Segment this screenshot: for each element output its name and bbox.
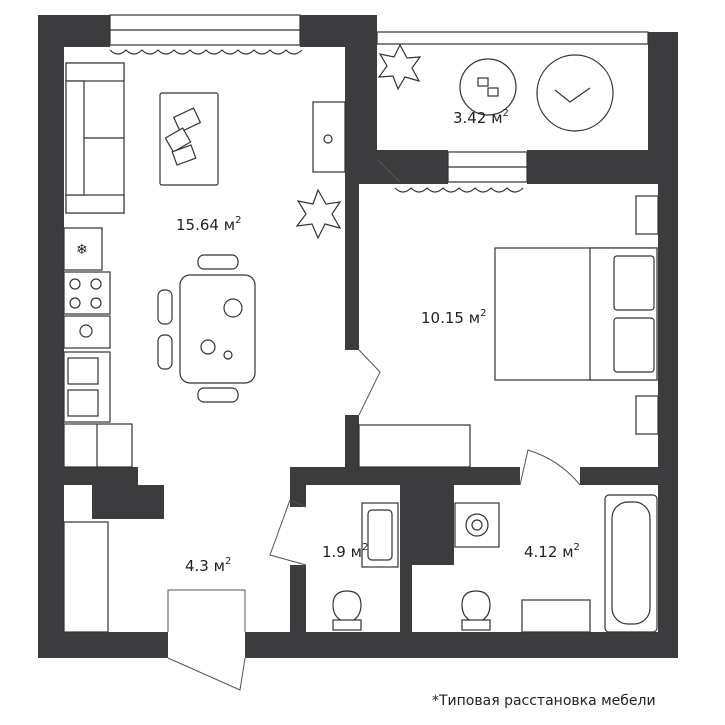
curtains <box>109 49 524 193</box>
doors <box>167 159 581 691</box>
area-bedroom: 10.15 м2 <box>421 308 486 327</box>
area-hall: 4.3 м2 <box>185 556 231 575</box>
svg-text:❄: ❄ <box>76 242 88 258</box>
sofa <box>65 62 125 214</box>
toilet-fixtures <box>332 502 399 631</box>
plant-icon <box>295 43 422 240</box>
bathroom-fixtures <box>454 494 658 633</box>
area-living-kitchen: 15.64 м2 <box>176 215 241 234</box>
area-balcony: 3.42 м2 <box>453 108 509 127</box>
area-labels: 15.64 м2 3.42 м2 10.15 м2 4.3 м2 1.9 м2 … <box>176 108 580 575</box>
walls <box>38 15 678 658</box>
rug <box>159 92 219 186</box>
kitchen-units: ❄ <box>63 227 133 468</box>
wardrobe <box>358 424 471 468</box>
bed <box>494 195 659 435</box>
dining-table <box>157 254 256 403</box>
balcony-furniture <box>459 54 614 132</box>
windows <box>109 14 649 183</box>
area-bathroom: 4.12 м2 <box>524 542 580 561</box>
tv-unit <box>312 101 346 173</box>
hall-wardrobe <box>63 521 109 633</box>
furniture-note: *Типовая расстановка мебели <box>432 693 656 709</box>
area-toilet: 1.9 м2 <box>322 542 368 561</box>
